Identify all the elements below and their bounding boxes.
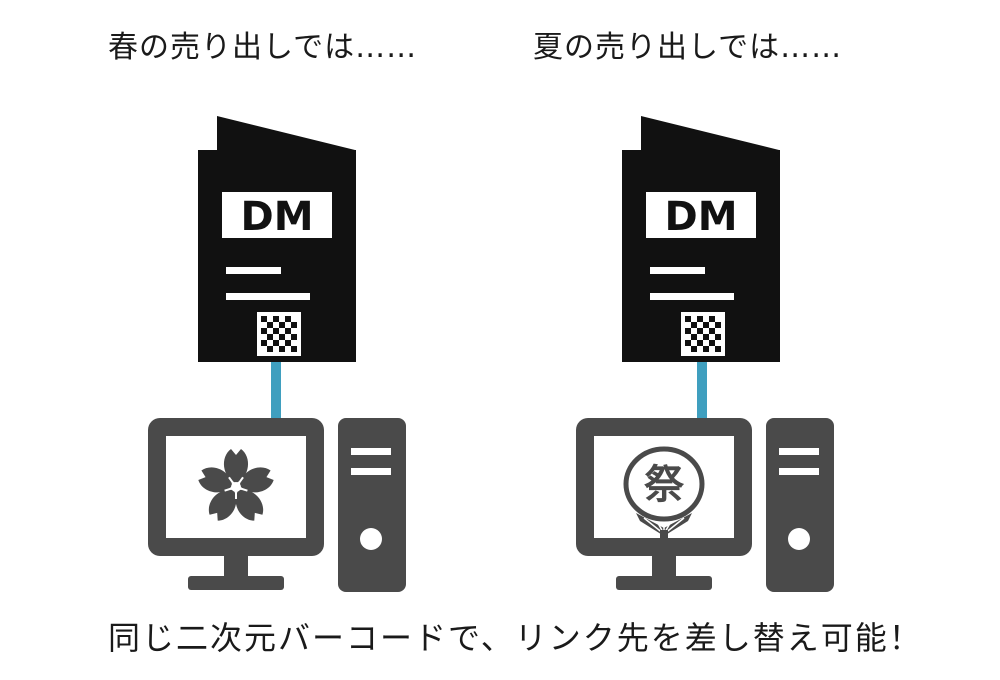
- mailer-flap: [641, 116, 779, 150]
- summer-monitor: 祭: [576, 418, 752, 590]
- link-line: [271, 362, 281, 418]
- dm-label: DM: [240, 194, 313, 240]
- drive-slot-top: [779, 448, 819, 455]
- qr-code-icon: [257, 312, 301, 356]
- spring-pc-tower: [338, 418, 406, 592]
- drive-slot-bottom: [779, 468, 819, 475]
- summer-dm-mailer: DM: [622, 116, 780, 362]
- monitor-base: [616, 576, 712, 590]
- summer-pc-tower: [766, 418, 834, 592]
- footer-caption: 同じ二次元バーコードで、リンク先を差し替え可能！: [108, 619, 923, 657]
- tower-body: [338, 418, 406, 592]
- monitor-neck: [224, 556, 248, 576]
- qr-code-icon: [681, 312, 725, 356]
- dm-label-box: [222, 192, 332, 238]
- dm-label: DM: [664, 194, 737, 240]
- dm-label-box: [646, 192, 756, 238]
- sakura-blossom-icon: [198, 449, 274, 521]
- spring-caption: 春の売り出しでは……: [108, 30, 418, 65]
- summer-set: DM: [576, 116, 834, 592]
- power-button-icon: [360, 528, 382, 550]
- drive-slot-top: [351, 448, 391, 455]
- summer-caption: 夏の売り出しでは……: [533, 30, 843, 65]
- fan-handle: [660, 530, 668, 556]
- spring-monitor: [148, 418, 324, 590]
- fan-paper: [623, 446, 705, 522]
- spring-dm-mailer: DM: [198, 116, 356, 362]
- text-line-short: [650, 267, 705, 274]
- power-button-icon: [788, 528, 810, 550]
- link-line: [697, 362, 707, 418]
- text-line-short: [226, 267, 281, 274]
- spring-set: DM: [148, 116, 406, 592]
- text-line-long: [650, 293, 734, 300]
- monitor-neck: [652, 556, 676, 576]
- text-line-long: [226, 293, 310, 300]
- monitor-base: [188, 576, 284, 590]
- uchiwa-fan-icon: 祭: [623, 446, 705, 556]
- drive-slot-bottom: [351, 468, 391, 475]
- mailer-flap: [217, 116, 355, 150]
- fan-character: 祭: [644, 462, 685, 508]
- tower-body: [766, 418, 834, 592]
